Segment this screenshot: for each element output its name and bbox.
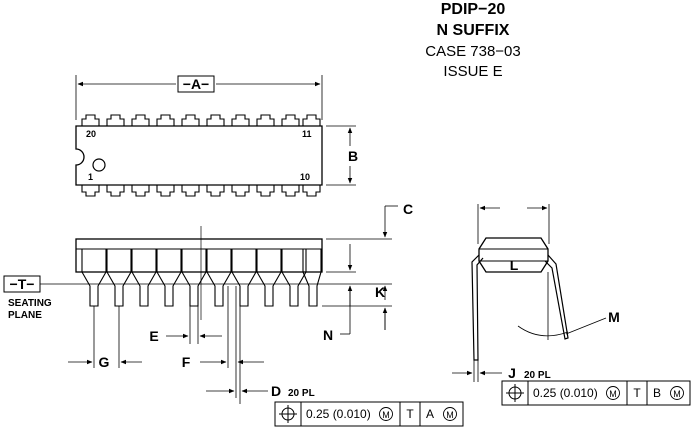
lead-2: [106, 249, 132, 307]
pin-20-label: 20: [86, 129, 96, 139]
package-body: [75, 125, 323, 186]
pin-14: [231, 114, 250, 126]
d-feature-control-frame: [274, 401, 464, 427]
dim-m-arc: [517, 325, 569, 337]
pin-18: [131, 114, 150, 126]
seating-plane-label-2: PLANE: [8, 310, 42, 321]
pin-10: [302, 185, 321, 197]
pin-13: [256, 114, 275, 126]
pin-11-label: 11: [302, 129, 312, 139]
pin-8: [256, 185, 275, 197]
j-frame-modifier: M: [609, 389, 617, 399]
dim-f-label: F: [182, 354, 191, 370]
dim-m-label: M: [608, 309, 620, 325]
dim-k-label: K: [375, 284, 385, 300]
side-leads: [81, 249, 322, 307]
end-lead-left: [471, 254, 484, 361]
dim-d-label: D: [271, 383, 281, 399]
side-body: [75, 238, 323, 273]
j-frame-datum-1: T: [633, 386, 641, 400]
lead-6: [206, 249, 232, 307]
dim-c-label: C: [403, 201, 413, 217]
pin-1: [81, 185, 100, 197]
suffix-label: N SUFFIX: [437, 22, 510, 39]
package-name: PDIP−20: [441, 1, 506, 18]
pin-6: [206, 185, 225, 197]
lead-5: [181, 249, 207, 307]
mmc-datum-modifier-icon: [670, 386, 684, 400]
mmc-modifier-icon: [606, 386, 620, 400]
pin-12: [281, 114, 300, 126]
dim-j-note: 20 PL: [524, 370, 551, 381]
datum-t-box: [3, 275, 41, 293]
d-frame-value: 0.25 (0.010): [306, 407, 371, 421]
lead-3: [131, 249, 157, 307]
dim-b-label: B: [348, 148, 358, 164]
header: PDIP−20 N SUFFIX CASE 738−03 ISSUE E: [425, 1, 521, 80]
d-frame-modifier: M: [382, 410, 390, 420]
bottom-pins: [81, 185, 321, 197]
dim-a-label: −A−: [183, 76, 209, 92]
pin-3: [131, 185, 150, 197]
end-view: [452, 204, 691, 406]
d-frame-datum-2-modifier: M: [446, 410, 454, 420]
j-feature-control-frame: [501, 380, 691, 406]
case-number: CASE 738−03: [425, 43, 521, 60]
d-frame-datum-1: T: [406, 407, 414, 421]
dim-a-datum-box: [177, 75, 215, 93]
lead-10: [302, 249, 322, 307]
pin-19: [106, 114, 125, 126]
j-frame-border: [501, 380, 691, 406]
dim-d-note: 20 PL: [288, 388, 315, 399]
pin-4: [156, 185, 175, 197]
j-frame-datum-2: B: [653, 386, 661, 400]
top-view-labels: −A− B 20 11 1 10: [86, 76, 358, 182]
d-frame-border: [274, 401, 464, 427]
dim-n-label: N: [323, 327, 333, 343]
d-frame-datum-2: A: [426, 407, 434, 421]
pin-17: [156, 114, 175, 126]
dim-j-label: J: [508, 365, 516, 381]
pin-16: [181, 114, 200, 126]
end-lead-right: [544, 254, 569, 340]
side-view-labels: −T− SEATING PLANE C K N E G F D 20 PL 0.…: [8, 201, 454, 421]
pin-2: [106, 185, 125, 197]
end-view-labels: L M J 20 PL 0.25 (0.010) M T B M: [508, 257, 681, 400]
dim-l-label: L: [510, 257, 519, 273]
pin1-indicator: [92, 158, 106, 172]
pin-9: [281, 185, 300, 197]
lead-9: [281, 249, 307, 307]
top-pins: [81, 114, 321, 126]
mmc-datum-modifier-icon: [443, 407, 457, 421]
issue-label: ISSUE E: [443, 63, 502, 80]
pin-15: [206, 114, 225, 126]
lead-1: [81, 249, 107, 307]
j-frame-value: 0.25 (0.010): [533, 386, 598, 400]
pin-7: [231, 185, 250, 197]
mmc-modifier-icon: [379, 407, 393, 421]
dim-m-leader: [565, 317, 607, 335]
side-view: [3, 205, 464, 427]
pin-20: [81, 114, 100, 126]
pin-1-label: 1: [88, 172, 93, 182]
pin-10-label: 10: [300, 172, 310, 182]
lead-4: [156, 249, 182, 307]
datum-t-label: −T−: [10, 276, 35, 292]
end-body: [478, 237, 549, 273]
dim-e-label: E: [149, 328, 158, 344]
dim-g-label: G: [99, 354, 110, 370]
seating-plane-label-1: SEATING: [8, 298, 52, 309]
top-view: [75, 75, 356, 197]
pin-5: [181, 185, 200, 197]
lead-7: [231, 249, 257, 307]
pin-11: [302, 114, 321, 126]
lead-8: [256, 249, 282, 307]
j-frame-datum-2-modifier: M: [673, 389, 681, 399]
